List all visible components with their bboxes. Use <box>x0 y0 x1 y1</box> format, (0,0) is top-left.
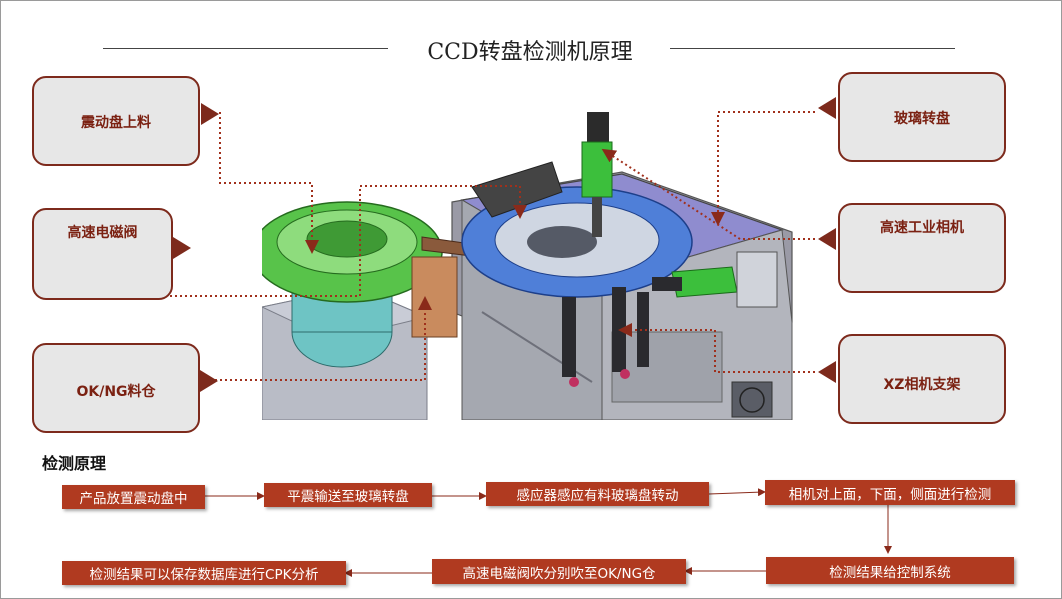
callout-solenoid-valve-label: 高速电磁阀 <box>67 225 138 241</box>
flow-step-5: 检测结果给控制系统 <box>766 557 1014 584</box>
callout-pointer-vibration-feed <box>201 103 219 125</box>
flow-step-4: 相机对上面，下面，侧面进行检测 <box>765 480 1015 505</box>
title-rule-right <box>670 48 955 49</box>
callout-pointer-industrial-camera <box>818 228 836 250</box>
callout-glass-turntable: 玻璃转盘 <box>838 72 1006 162</box>
callout-solenoid-valve: 高速电磁阀 <box>32 208 173 300</box>
flow-step-6: 高速电磁阀吹分别吹至OK/NG仓 <box>432 559 686 584</box>
flow-step-7: 检测结果可以保存数据库进行CPK分析 <box>62 561 346 585</box>
callout-ok-ng-bin-label: OK/NG料仓 <box>76 384 156 400</box>
callout-pointer-glass-turntable <box>818 97 836 119</box>
section-heading: 检测原理 <box>42 454 107 473</box>
callout-ok-ng-bin: OK/NG料仓 <box>32 343 200 433</box>
callout-xz-camera-mount: XZ相机支架 <box>838 334 1006 424</box>
flow-step-2: 平震输送至玻璃转盘 <box>264 483 432 507</box>
page-title: CCD转盘检测机原理 <box>427 40 633 65</box>
callout-pointer-xz-camera-mount <box>818 361 836 383</box>
flow-step-1: 产品放置震动盘中 <box>62 485 205 509</box>
callout-xz-camera-mount-label: XZ相机支架 <box>883 377 961 393</box>
title-rule-left <box>103 48 388 49</box>
callout-pointer-ok-ng-bin <box>200 370 218 392</box>
flow-step-3: 感应器感应有料玻璃盘转动 <box>486 482 709 506</box>
callout-industrial-camera-label: 高速工业相机 <box>880 220 964 236</box>
callout-pointer-solenoid-valve <box>173 237 191 259</box>
callout-industrial-camera: 高速工业相机 <box>838 203 1006 293</box>
callout-vibration-feed: 震动盘上料 <box>32 76 200 166</box>
callout-vibration-feed-label: 震动盘上料 <box>81 115 151 131</box>
machine-illustration <box>262 82 797 420</box>
callout-glass-turntable-label: 玻璃转盘 <box>894 111 950 127</box>
